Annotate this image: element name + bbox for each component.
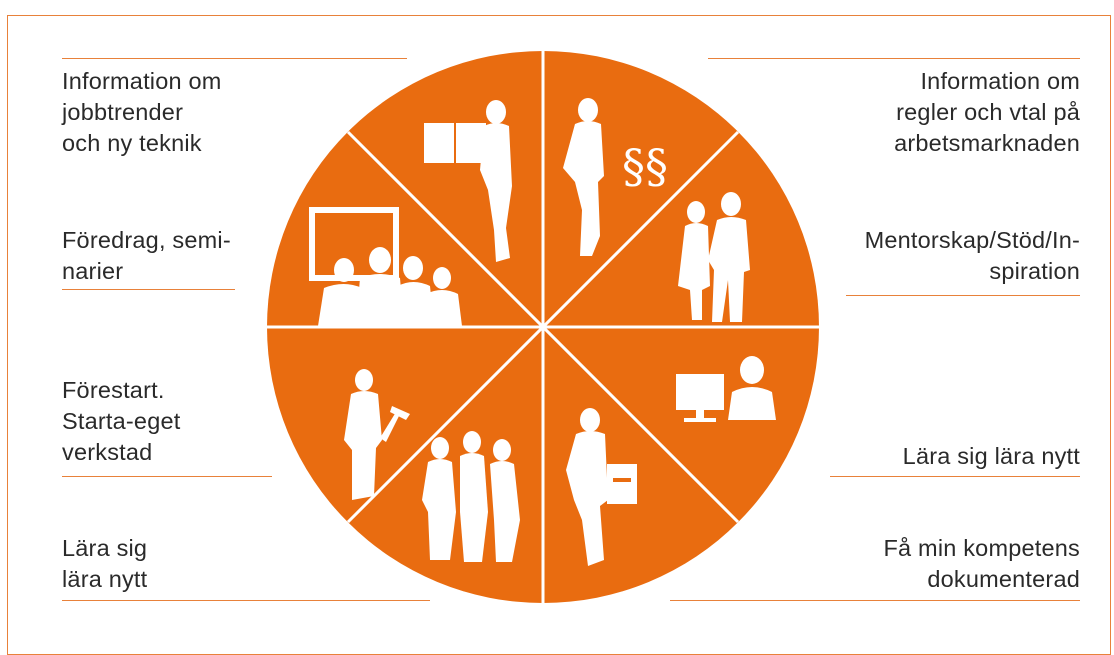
rule-lower-left — [62, 476, 272, 477]
group-walking-icon — [422, 431, 520, 562]
rule-bottom-right — [670, 600, 1080, 601]
person-with-paragraph-icon: §§ — [563, 98, 668, 256]
person-with-document-icon — [566, 408, 637, 566]
label-foredrag: Föredrag, semi-narier — [62, 227, 231, 284]
rule-top-right — [708, 58, 1080, 59]
rule-top-left — [62, 58, 407, 59]
audience-with-board-icon — [309, 207, 462, 326]
paragraph-glyph: §§ — [622, 139, 668, 193]
label-lara-right: Lära sig lära nytt — [902, 443, 1080, 469]
wheel-dividers — [267, 51, 819, 603]
worker-with-hammer-icon — [344, 369, 410, 500]
service-wheel: §§ — [267, 51, 819, 603]
rule-mid-left — [62, 289, 235, 290]
mentor-pair-icon — [678, 192, 750, 322]
person-with-book-icon — [424, 100, 512, 262]
rule-lower-right — [830, 476, 1080, 477]
rule-bottom-left — [62, 600, 430, 601]
label-mentorskap: Mentorskap/Stöd/In-spiration — [864, 227, 1080, 284]
rule-mid-right — [846, 295, 1080, 296]
person-at-computer-icon — [676, 356, 776, 422]
